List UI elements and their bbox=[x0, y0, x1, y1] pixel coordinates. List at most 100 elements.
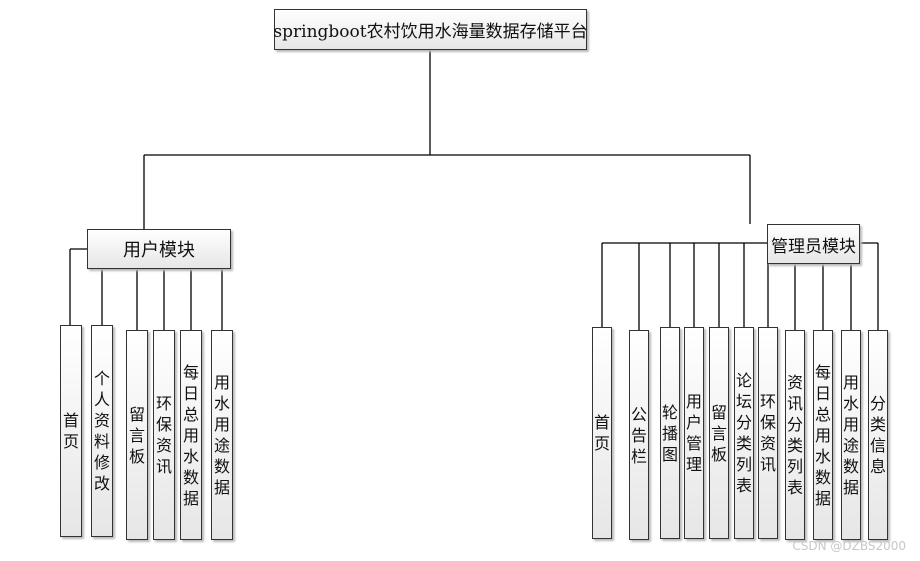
admin-module-leaf-10: 用水用途数据 bbox=[841, 330, 861, 540]
user-module-node: 用户模块 bbox=[87, 229, 231, 269]
user-module-leaf-char: 料 bbox=[93, 432, 110, 451]
root-node: springboot农村饮用水海量数据存储平台 bbox=[273, 9, 588, 50]
admin-module-leaf-char: 总 bbox=[814, 404, 831, 424]
admin-module-leaf-8: 资讯分类列表 bbox=[785, 330, 805, 540]
admin-module-leaf-char: 讯 bbox=[786, 394, 803, 413]
watermark: CSDN @DZBS2000 bbox=[792, 539, 906, 553]
user-module-leaf-char: 留 bbox=[128, 404, 145, 424]
user-module-leaf-char: 日 bbox=[182, 383, 199, 403]
admin-module-leaf-4: 用户管理 bbox=[684, 327, 704, 539]
admin-module-leaf-char: 据 bbox=[814, 488, 831, 508]
user-module-leaf-char: 途 bbox=[213, 436, 230, 455]
user-module-leaf-char: 用 bbox=[182, 425, 199, 445]
admin-module-leaf-char: 途 bbox=[842, 436, 859, 455]
admin-module-leaf-char: 类 bbox=[735, 434, 752, 453]
admin-module-leaf-9: 每日总用水数据 bbox=[813, 330, 833, 540]
admin-module-leaf-char: 分 bbox=[735, 413, 752, 432]
admin-module-leaf-char: 分 bbox=[786, 415, 803, 434]
user-module-leaf-char: 数 bbox=[182, 467, 199, 487]
admin-module-leaf-char: 表 bbox=[735, 476, 752, 495]
admin-module-label: 管理员模块 bbox=[771, 236, 856, 257]
user-module-leaf-char: 板 bbox=[128, 446, 145, 466]
user-module-leaf-char: 数 bbox=[213, 457, 230, 476]
admin-module-leaf-char: 轮 bbox=[661, 402, 678, 422]
admin-module-leaf-char: 言 bbox=[710, 423, 727, 443]
admin-module-node: 管理员模块 bbox=[767, 224, 860, 264]
user-module-leaf-5: 每日总用水数据 bbox=[180, 330, 202, 540]
admin-module-leaf-char: 列 bbox=[786, 457, 803, 476]
admin-module-leaf-char: 播 bbox=[661, 423, 678, 443]
admin-module-leaf-2: 公告栏 bbox=[629, 330, 649, 540]
user-module-leaf-char: 人 bbox=[93, 390, 110, 409]
admin-module-leaf-char: 图 bbox=[661, 444, 678, 464]
admin-module-leaf-11: 分类信息 bbox=[868, 330, 888, 540]
admin-module-leaf-char: 数 bbox=[842, 457, 859, 476]
user-module-leaf-char: 言 bbox=[128, 425, 145, 445]
admin-module-leaf-char: 水 bbox=[842, 394, 859, 413]
admin-module-leaf-char: 类 bbox=[869, 415, 886, 434]
admin-module-leaf-char: 户 bbox=[685, 413, 702, 432]
admin-module-leaf-char: 日 bbox=[814, 383, 831, 403]
admin-module-leaf-char: 表 bbox=[786, 478, 803, 497]
admin-module-leaf-char: 坛 bbox=[735, 392, 752, 411]
admin-module-leaf-char: 水 bbox=[814, 446, 831, 466]
user-module-leaf-char: 资 bbox=[155, 436, 172, 455]
user-module-leaf-char: 水 bbox=[213, 394, 230, 413]
admin-module-leaf-char: 资 bbox=[786, 373, 803, 392]
user-module-leaf-3: 留言板 bbox=[126, 330, 148, 540]
user-module-leaf-2: 个人资料修改 bbox=[91, 325, 113, 537]
admin-module-leaf-char: 环 bbox=[759, 392, 776, 411]
admin-module-leaf-char: 保 bbox=[759, 413, 776, 432]
user-module-leaf-char: 每 bbox=[182, 362, 199, 382]
admin-module-leaf-char: 用 bbox=[842, 415, 859, 434]
admin-module-leaf-char: 每 bbox=[814, 362, 831, 382]
user-module-leaf-char: 页 bbox=[62, 432, 79, 451]
admin-module-leaf-3: 轮播图 bbox=[660, 327, 680, 539]
user-module-leaf-char: 总 bbox=[182, 404, 199, 424]
admin-module-leaf-1: 首页 bbox=[592, 327, 612, 539]
admin-module-leaf-char: 首 bbox=[593, 413, 610, 432]
admin-module-leaf-char: 栏 bbox=[630, 446, 647, 466]
admin-module-leaf-char: 留 bbox=[710, 402, 727, 422]
root-node-label: springboot农村饮用水海量数据存储平台 bbox=[273, 22, 588, 42]
admin-module-leaf-char: 用 bbox=[842, 373, 859, 392]
user-module-label: 用户模块 bbox=[123, 240, 195, 261]
admin-module-leaf-char: 息 bbox=[869, 457, 886, 476]
admin-module-leaf-7: 环保资讯 bbox=[758, 327, 778, 539]
user-module-leaf-char: 讯 bbox=[155, 457, 172, 476]
user-module-leaf-char: 用 bbox=[213, 415, 230, 434]
admin-module-leaf-6: 论坛分类列表 bbox=[734, 327, 754, 539]
admin-module-leaf-char: 列 bbox=[735, 455, 752, 474]
admin-module-leaf-char: 类 bbox=[786, 436, 803, 455]
admin-module-leaf-char: 信 bbox=[869, 436, 886, 455]
user-module-leaf-char: 资 bbox=[93, 411, 110, 430]
user-module-leaf-char: 水 bbox=[182, 446, 199, 466]
user-module-leaf-char: 保 bbox=[155, 415, 172, 434]
admin-module-leaf-char: 页 bbox=[593, 434, 610, 453]
admin-module-leaf-5: 留言板 bbox=[709, 327, 729, 539]
admin-module-leaf-char: 公 bbox=[630, 404, 647, 424]
user-module-leaf-char: 改 bbox=[93, 474, 110, 493]
user-module-leaf-char: 用 bbox=[213, 373, 230, 392]
user-module-leaf-char: 据 bbox=[182, 488, 199, 508]
user-module-leaf-char: 修 bbox=[93, 453, 110, 472]
admin-module-leaf-char: 告 bbox=[630, 425, 647, 445]
admin-module-leaf-char: 用 bbox=[814, 425, 831, 445]
user-module-leaf-6: 用水用途数据 bbox=[211, 330, 233, 540]
admin-module-leaf-char: 论 bbox=[735, 371, 752, 390]
user-module-leaf-1: 首页 bbox=[60, 325, 82, 537]
user-module-leaf-4: 环保资讯 bbox=[153, 330, 175, 540]
user-module-leaf-char: 据 bbox=[213, 478, 230, 497]
admin-module-leaf-char: 资 bbox=[759, 434, 776, 453]
user-module-leaf-char: 环 bbox=[155, 394, 172, 413]
admin-module-leaf-char: 管 bbox=[685, 434, 702, 453]
user-module-leaf-char: 个 bbox=[93, 369, 110, 388]
admin-module-leaf-char: 用 bbox=[685, 392, 702, 411]
admin-module-leaf-char: 理 bbox=[685, 455, 702, 474]
admin-module-leaf-char: 讯 bbox=[759, 455, 776, 474]
user-module-leaf-char: 首 bbox=[62, 411, 79, 430]
admin-module-leaf-char: 数 bbox=[814, 467, 831, 487]
admin-module-leaf-char: 板 bbox=[710, 444, 727, 464]
